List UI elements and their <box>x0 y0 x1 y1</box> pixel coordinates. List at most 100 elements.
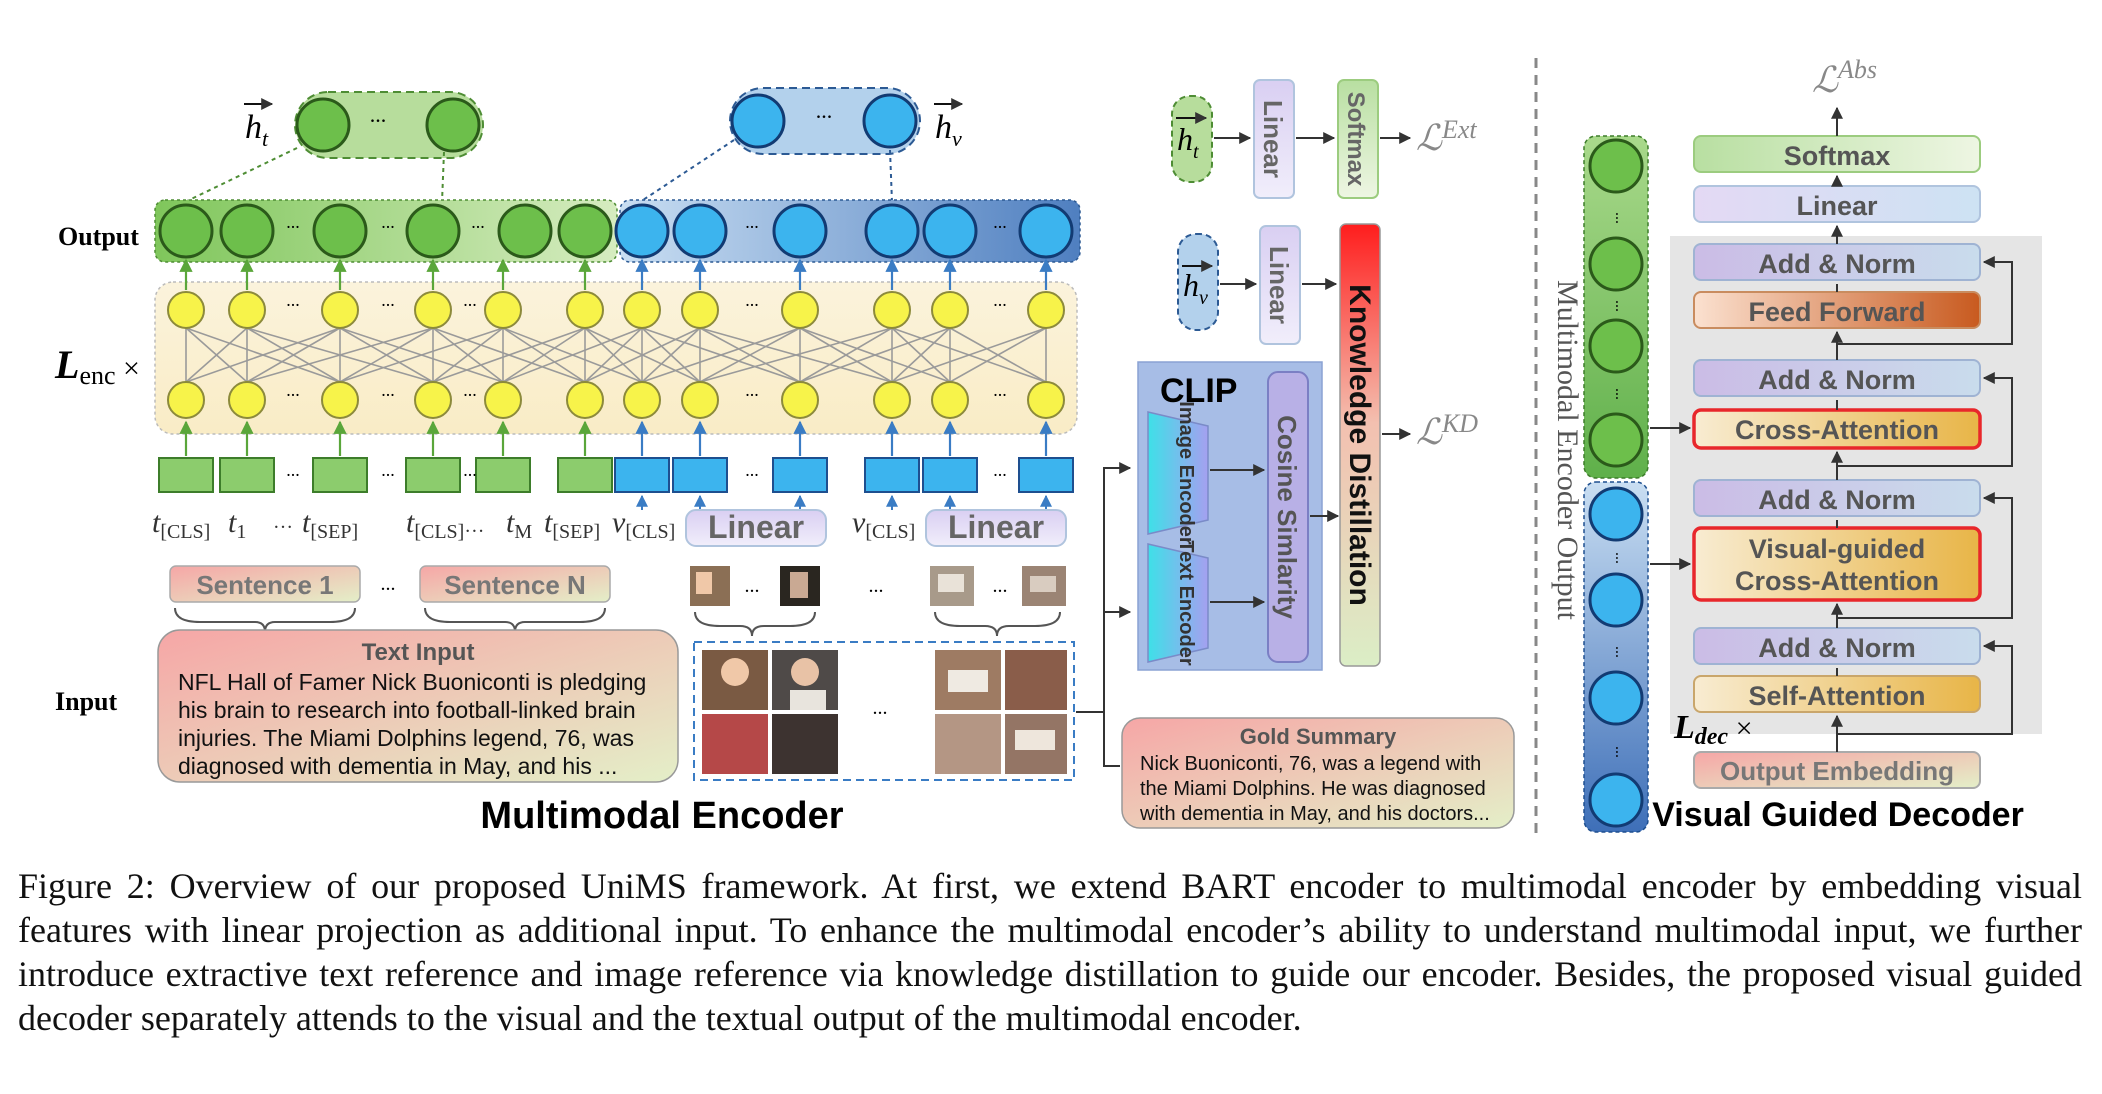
hidden-node-bottom <box>931 381 969 419</box>
visual-embedding <box>772 457 828 493</box>
hidden-dots: ... <box>745 290 759 310</box>
output-visual-node <box>614 203 670 259</box>
residual-arrow <box>1837 492 2013 619</box>
image-to-summary-line <box>1103 712 1120 767</box>
hidden-node-bottom <box>566 381 604 419</box>
sentence-1-box <box>169 565 361 603</box>
image-input-box <box>693 641 1075 781</box>
text-input-line: injuries. The Miami Dolphins legend, 76,… <box>178 725 634 751</box>
attention-link <box>891 327 951 383</box>
text-embedding <box>312 457 368 493</box>
image-encoder-shape <box>1147 411 1209 535</box>
ht-dots: ... <box>370 102 387 127</box>
attention-mesh <box>185 327 1047 383</box>
hidden-node-top <box>566 291 604 329</box>
image-to-clip-line <box>1076 467 1130 713</box>
hidden-node-top <box>781 291 819 329</box>
output-dots: ... <box>993 212 1007 232</box>
dec-output-embedding-label: Output Embedding <box>1720 756 1954 786</box>
dec-visual-guided-label: Visual-guided <box>1749 534 1926 564</box>
gold-summary-line: Nick Buoniconti, 76, was a legend with <box>1140 753 1481 775</box>
dec-addnorm-label: Add & Norm <box>1758 249 1916 279</box>
enc-output-visual-node <box>1588 772 1644 828</box>
image-detail <box>1015 730 1055 750</box>
token-t-cls: t[CLS] <box>152 506 210 543</box>
residual-arrows <box>1837 256 2013 735</box>
attention-link <box>699 327 893 383</box>
attention-link <box>584 327 643 383</box>
output-dots: ... <box>381 212 395 232</box>
hv-dots: ... <box>816 98 833 123</box>
sentence-n-label: Sentence N <box>444 570 586 600</box>
hv-connector <box>889 149 893 203</box>
enc-output-visual-node <box>1588 670 1644 726</box>
knowledge-distillation-label: Knowledge Distillation <box>1343 284 1376 606</box>
enc-output-dots: ... <box>1612 646 1629 658</box>
hidden-dots: ... <box>463 380 477 400</box>
output-text-node <box>219 203 275 259</box>
hidden-dots: ... <box>286 290 300 310</box>
visual-embedding <box>922 457 978 493</box>
image-detail <box>790 690 826 710</box>
visual-linear-label: Linear <box>948 509 1044 545</box>
image-patch-detail <box>1030 576 1056 592</box>
output-text-node <box>405 203 461 259</box>
token-t-sep: t[SEP] <box>302 506 358 543</box>
sentence-1-label: Sentence 1 <box>196 570 333 600</box>
hidden-node-bottom <box>484 381 522 419</box>
image-patch-thumbnails: ... ... ... <box>690 566 1066 606</box>
embedding-dots: ... <box>463 460 477 480</box>
output-visual-node <box>864 203 920 259</box>
ext-linear-label: Linear <box>1258 100 1288 178</box>
hidden-node-bottom <box>781 381 819 419</box>
hv-head-node <box>1177 233 1219 331</box>
output-text-band <box>154 199 618 263</box>
cosine-similarity-label: Cosine Simlarity <box>1272 415 1302 619</box>
hidden-node-top <box>931 291 969 329</box>
visual-guided-decoder: Multimodal Encoder Output ..............… <box>1551 55 2042 834</box>
output-dots: ... <box>745 212 759 232</box>
sentence-brace <box>424 607 606 633</box>
dec-self-attention-label: Self-Attention <box>1749 681 1926 711</box>
ext-softmax-label: Softmax <box>1342 92 1369 187</box>
hv-connector <box>639 139 735 203</box>
attention-link <box>339 327 434 383</box>
residual-arrow <box>1837 640 2013 735</box>
dec-linear-label: Linear <box>1796 191 1878 221</box>
enc-output-visual-node <box>1588 572 1644 628</box>
attention-link <box>246 327 341 383</box>
attention-link <box>502 327 643 383</box>
hidden-node-top <box>623 291 661 329</box>
text-embedding <box>158 457 214 493</box>
hidden-dots: ... <box>745 380 759 400</box>
dec-addnorm-label: Add & Norm <box>1758 633 1916 663</box>
image-patch-detail <box>790 572 808 598</box>
attention-link <box>641 327 701 383</box>
attention-link <box>949 327 1047 383</box>
sentence-brace <box>174 607 356 633</box>
gold-summary-line: the Miami Dolphins. He was diagnosed <box>1140 778 1486 800</box>
multimodal-encoder: ... ht ... hv Output ............... ...… <box>54 87 1081 837</box>
visual-embedding <box>672 457 728 493</box>
text-embedding <box>405 457 461 493</box>
attention-link <box>641 327 801 383</box>
image-face <box>791 658 819 686</box>
loss-kd: ℒKD <box>1416 409 1478 452</box>
output-text-node <box>497 203 553 259</box>
token-t-sep-2: t[SEP] <box>544 506 600 543</box>
output-visual-node <box>772 203 828 259</box>
token-v-cls: v[CLS] <box>612 506 675 543</box>
visual-embedding <box>864 457 920 493</box>
output-text-node <box>312 203 368 259</box>
hidden-node-bottom <box>228 381 266 419</box>
attention-link <box>432 327 586 383</box>
image-brace <box>934 611 1061 637</box>
hidden-dots: ... <box>381 290 395 310</box>
residual-arrow <box>1837 256 2013 345</box>
hidden-node-bottom <box>167 381 205 419</box>
text-encoder-label: Text Encoder <box>1175 540 1197 665</box>
clip-label: CLIP <box>1160 372 1237 410</box>
image-encoder-label: Image Encoder <box>1175 401 1197 545</box>
patch-dots: ... <box>993 575 1008 597</box>
